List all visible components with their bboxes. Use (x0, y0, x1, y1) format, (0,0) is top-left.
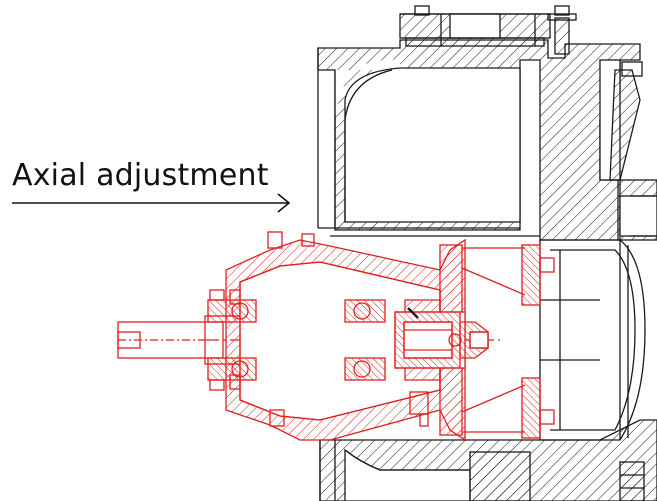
axial-adjustment-label: Axial adjustment (12, 158, 269, 193)
pump-casing (317, 5, 657, 501)
arrow-right-icon (12, 193, 291, 213)
seal-marker (407, 307, 419, 319)
bearing-housing-assembly (117, 231, 555, 442)
